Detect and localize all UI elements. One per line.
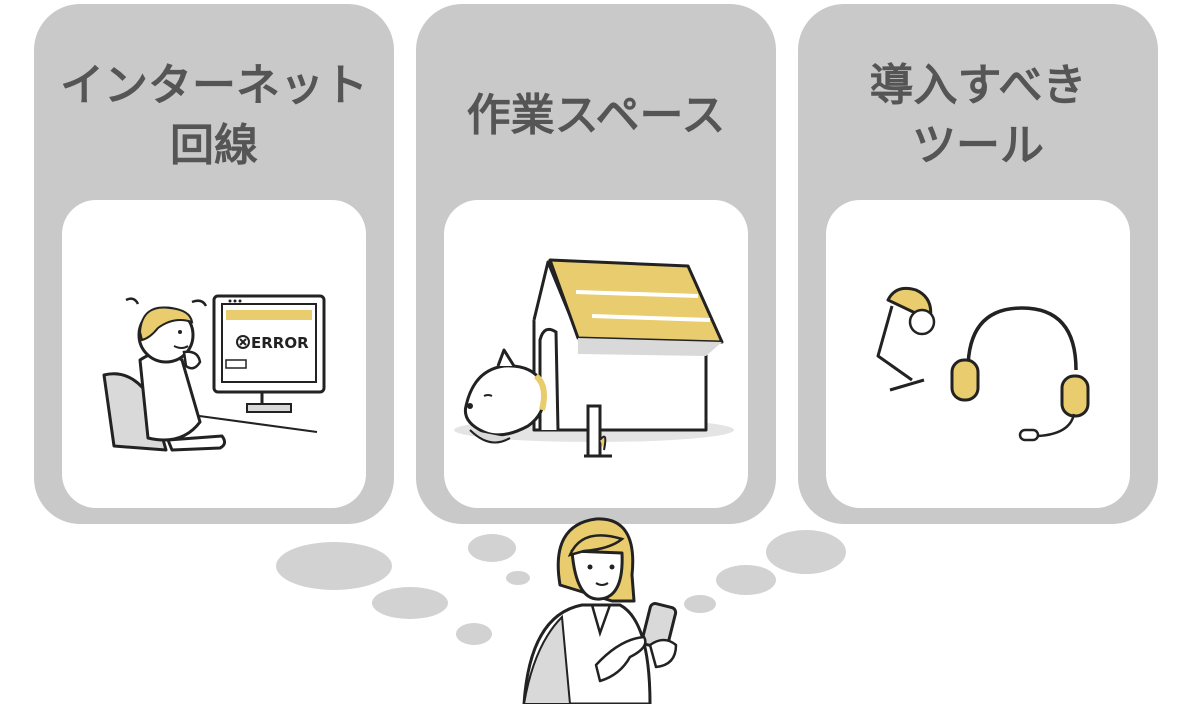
- error-text: ERROR: [251, 334, 309, 352]
- computer-error-illustration: ERROR: [102, 294, 326, 452]
- card-illustration-panel: [444, 200, 748, 508]
- dog-house-illustration: [454, 258, 734, 458]
- desk-lamp-headset-illustration: [876, 286, 1090, 442]
- tools-card: 導入すべき ツール: [798, 4, 1158, 524]
- card-title-tools: 導入すべき ツール: [869, 60, 1087, 171]
- card-illustration-panel: ERROR: [62, 200, 366, 508]
- internet-line-card: インターネット 回線 ERROR: [34, 4, 394, 524]
- card-title-internet: インターネット 回線: [60, 60, 368, 171]
- card-illustration-panel: [826, 200, 1130, 508]
- woman-with-smartphone-illustration: [522, 517, 678, 704]
- card-title-work-space: 作業スペース: [466, 90, 726, 141]
- work-space-card: 作業スペース: [416, 4, 776, 524]
